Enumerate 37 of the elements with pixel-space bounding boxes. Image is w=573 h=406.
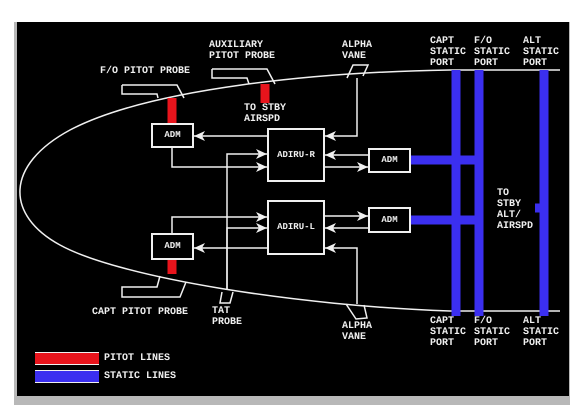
port-label: TO STBY ALT/ AIRSPD [497, 188, 535, 232]
port-label: F/O STATIC PORT [474, 36, 514, 70]
probe-label: F/O PITOT PROBE [100, 66, 192, 77]
signal-arrow [171, 212, 267, 233]
probe-label: ALPHA VANE [342, 321, 374, 343]
legend-label: STATIC LINES [104, 371, 176, 382]
signal-arrow [325, 223, 368, 233]
computer-unit-box: ADIRU-R [267, 128, 325, 182]
probe-label: TAT PROBE [212, 306, 244, 328]
port-label: CAPT STATIC PORT [430, 36, 472, 70]
signal-arrow [325, 150, 368, 160]
signal-arrow [194, 131, 267, 141]
port-label: F/O STATIC PORT [474, 316, 514, 350]
probe-label: CAPT PITOT PROBE [92, 307, 190, 318]
pressure-line [168, 260, 176, 274]
pressure-line [168, 98, 176, 123]
signal-arrow [226, 223, 267, 290]
port-label: TO STBY AIRSPD [244, 103, 290, 125]
signal-arrow [325, 243, 358, 304]
module-box: ADM [368, 148, 411, 173]
signal-arrow [325, 162, 368, 172]
probe-label: ALPHA VANE [342, 40, 374, 62]
signal-arrow [325, 78, 358, 141]
legend-label: PITOT LINES [104, 353, 170, 364]
signal-arrow [171, 148, 267, 172]
computer-unit-box: ADIRU-L [267, 200, 325, 255]
pressure-line [260, 84, 270, 103]
module-box: ADM [368, 207, 411, 233]
pressure-line [452, 70, 460, 316]
port-label: CAPT STATIC PORT [430, 316, 472, 350]
module-box: ADM [151, 233, 194, 260]
signal-arrow [194, 243, 267, 253]
probe-label: AUXILIARY PITOT PROBE [209, 40, 276, 62]
signal-arrow [325, 211, 368, 221]
port-label: ALT STATIC PORT [523, 36, 565, 70]
port-label: ALT STATIC PORT [523, 316, 565, 350]
module-box: ADM [151, 123, 194, 148]
